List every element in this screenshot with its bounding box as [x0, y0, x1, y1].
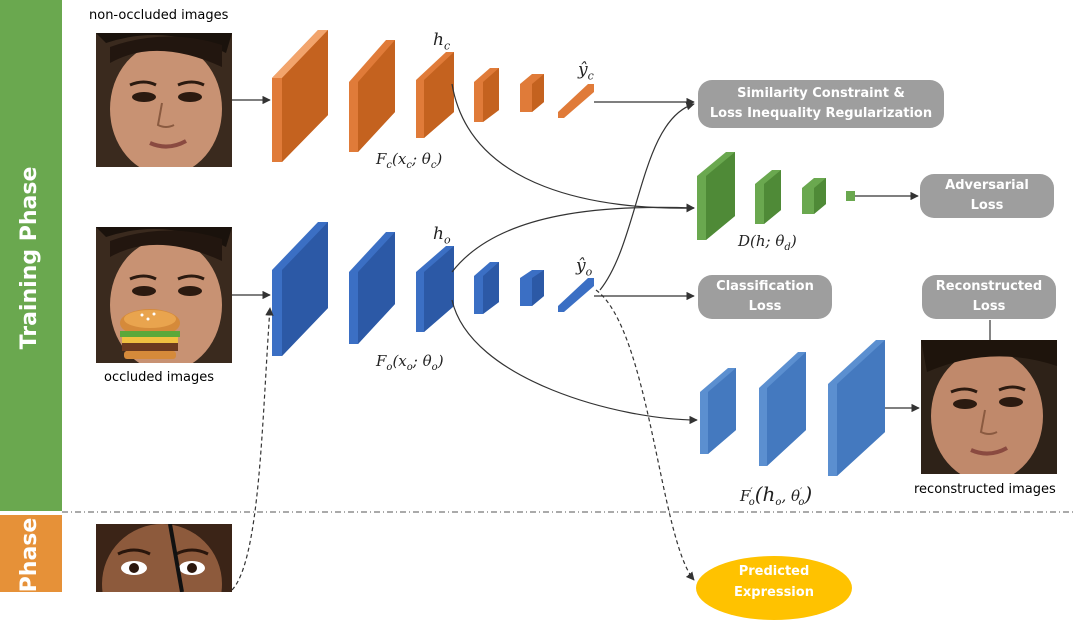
- non-occluded-face-image: [96, 33, 232, 167]
- blue-layer-6: [558, 278, 594, 312]
- blue-encoder: [272, 222, 594, 356]
- architecture-diagram: [62, 30, 1075, 591]
- similarity-loss-pill: Similarity Constraint &Loss Inequality R…: [698, 80, 944, 128]
- predicted-expression-ellipse: Predicted Expression: [696, 556, 852, 620]
- test-phase-bar: [0, 515, 62, 592]
- reconstructed-face-image: [921, 340, 1057, 474]
- reconstructed-caption: reconstructed images: [914, 482, 1056, 497]
- occluded-caption: occluded images: [104, 370, 214, 385]
- orange-encoder: [272, 30, 594, 162]
- orange-layer-6: [558, 84, 594, 118]
- non-occluded-caption: non-occluded images: [89, 8, 229, 23]
- label-hc: hc: [433, 30, 451, 53]
- occluded-face-image: [96, 227, 232, 363]
- training-phase-bar: [0, 0, 62, 511]
- label-yo: ŷo: [576, 256, 593, 279]
- label-yc: ŷc: [578, 60, 594, 83]
- connectors: [231, 83, 991, 591]
- label-fdec: F′o(ho, θ′o): [740, 482, 813, 508]
- label-fo: Fo(xo; θo): [376, 352, 444, 373]
- label-d: D(h; θd): [738, 232, 797, 253]
- light-blue-decoder: [700, 340, 885, 476]
- test-face-image: [96, 524, 232, 592]
- label-ho: ho: [433, 224, 451, 247]
- label-fc: Fc(xc; θc): [376, 150, 443, 171]
- green-discriminator: [697, 152, 855, 240]
